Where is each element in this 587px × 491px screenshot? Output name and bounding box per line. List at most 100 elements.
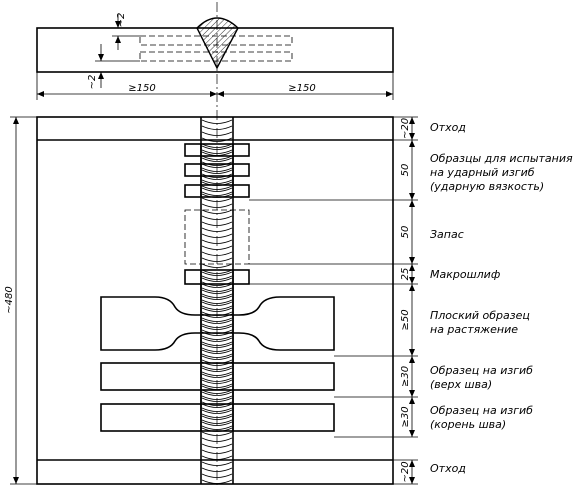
zone-dim-waste-bottom: ~20 <box>400 461 411 482</box>
weld-ripple <box>201 461 233 466</box>
weld-ripple <box>201 403 233 408</box>
weld-ripple <box>201 257 233 262</box>
weld-ripple <box>201 391 233 396</box>
weld-ripple <box>201 119 233 124</box>
weld-ripple <box>201 407 233 412</box>
weld-ripple <box>201 301 233 306</box>
dim-right: ≥150 <box>288 83 315 94</box>
weld-ripple <box>201 193 233 198</box>
weld-ripple <box>201 317 233 322</box>
weld-ripple <box>201 385 233 390</box>
weld-ripple <box>201 421 233 426</box>
weld-ripple <box>201 305 233 310</box>
weld-ripple <box>201 425 233 430</box>
weld-ripple <box>201 349 233 354</box>
weld-ripple <box>201 419 233 424</box>
weld-ripple <box>201 181 233 186</box>
reserve-area <box>184 209 250 265</box>
weld-ripple <box>201 437 233 442</box>
weld-ripple <box>201 125 233 130</box>
weld-ripple <box>201 335 233 340</box>
impact-specimen-1 <box>184 143 250 157</box>
weld-ripple <box>201 203 233 208</box>
weld-ripple <box>201 347 233 352</box>
weld-ripple <box>201 307 233 312</box>
weld-ripple <box>201 179 233 184</box>
weld-ripple <box>201 187 233 192</box>
weld-ripple <box>201 137 233 142</box>
weld-ripple <box>201 227 233 232</box>
weld-ripple <box>201 365 233 370</box>
weld-ripple <box>201 131 233 136</box>
weld-ripple <box>201 383 233 388</box>
weld-ripple <box>201 443 233 448</box>
weld-ripple <box>201 163 233 168</box>
weld-ripple <box>201 167 233 172</box>
weld-bead-hatched <box>196 17 239 70</box>
weld-ripple <box>201 185 233 190</box>
zone-dim-bend-face: ≥30 <box>400 366 411 387</box>
top-section-view: ~2 ~2 ≥150 ≥150 <box>36 2 394 488</box>
weld-ripple <box>201 215 233 220</box>
weld-ripple <box>201 479 233 484</box>
bend-specimen-root <box>100 403 335 432</box>
weld-ripple <box>201 323 233 328</box>
weld-ripple <box>201 313 233 318</box>
weld-ripple <box>201 155 233 160</box>
weld-ripple <box>201 337 233 342</box>
flat-tensile-specimen <box>100 296 335 351</box>
zone-dim-bend-root: ≥30 <box>400 406 411 427</box>
weld-ripple <box>201 295 233 300</box>
weld-ripple <box>201 233 233 238</box>
weld-ripple <box>201 431 233 436</box>
zone-label-reserve: Запас <box>430 228 464 241</box>
weld-ripple <box>201 293 233 298</box>
weld-ripple <box>201 173 233 178</box>
weld-ripple <box>201 415 233 420</box>
zone-dim-impact: 50 <box>400 164 411 177</box>
weld-ripple <box>201 191 233 196</box>
weld-ripple <box>201 467 233 472</box>
zone-label-waste-bottom: Отход <box>430 462 466 475</box>
weld-ripple <box>201 353 233 358</box>
weld-ripple <box>201 401 233 406</box>
weld-ripple <box>201 263 233 268</box>
weld-ripple <box>201 355 233 360</box>
weld-ripple <box>201 221 233 226</box>
bend-specimen-face <box>100 362 335 391</box>
weld-ripple <box>201 455 233 460</box>
macro-section-specimen <box>184 269 250 285</box>
weld-ripple <box>201 251 233 256</box>
weld-ripple <box>201 143 233 148</box>
weld-ripple <box>201 277 233 282</box>
weld-ripple <box>201 209 233 214</box>
weld-ripple <box>201 269 233 274</box>
weld-ripple <box>201 379 233 384</box>
dim-left: ≥150 <box>128 83 155 94</box>
dim-gap-top: ~2 <box>116 13 127 28</box>
weld-ripple <box>201 361 233 366</box>
weld-ripple <box>201 389 233 394</box>
zone-dim-tensile: ≥50 <box>400 309 411 330</box>
weld-ripple <box>201 275 233 280</box>
weld-ripple <box>201 245 233 250</box>
impact-specimen-outline-bottom <box>139 51 293 62</box>
weld-ripple <box>201 319 233 324</box>
impact-specimen-2 <box>184 163 250 177</box>
zone-dim-macro: 25 <box>400 268 411 281</box>
weld-ripple <box>201 145 233 150</box>
weld-ripple <box>201 281 233 286</box>
weld-ripple <box>201 287 233 292</box>
weld-ripple <box>201 409 233 414</box>
weld-ripple <box>201 377 233 382</box>
weld-ripple <box>201 325 233 330</box>
weld-ripple <box>201 169 233 174</box>
weld-ripple <box>201 289 233 294</box>
weld-ripple <box>201 395 233 400</box>
weld-ripple <box>201 299 233 304</box>
weld-ripple <box>201 397 233 402</box>
